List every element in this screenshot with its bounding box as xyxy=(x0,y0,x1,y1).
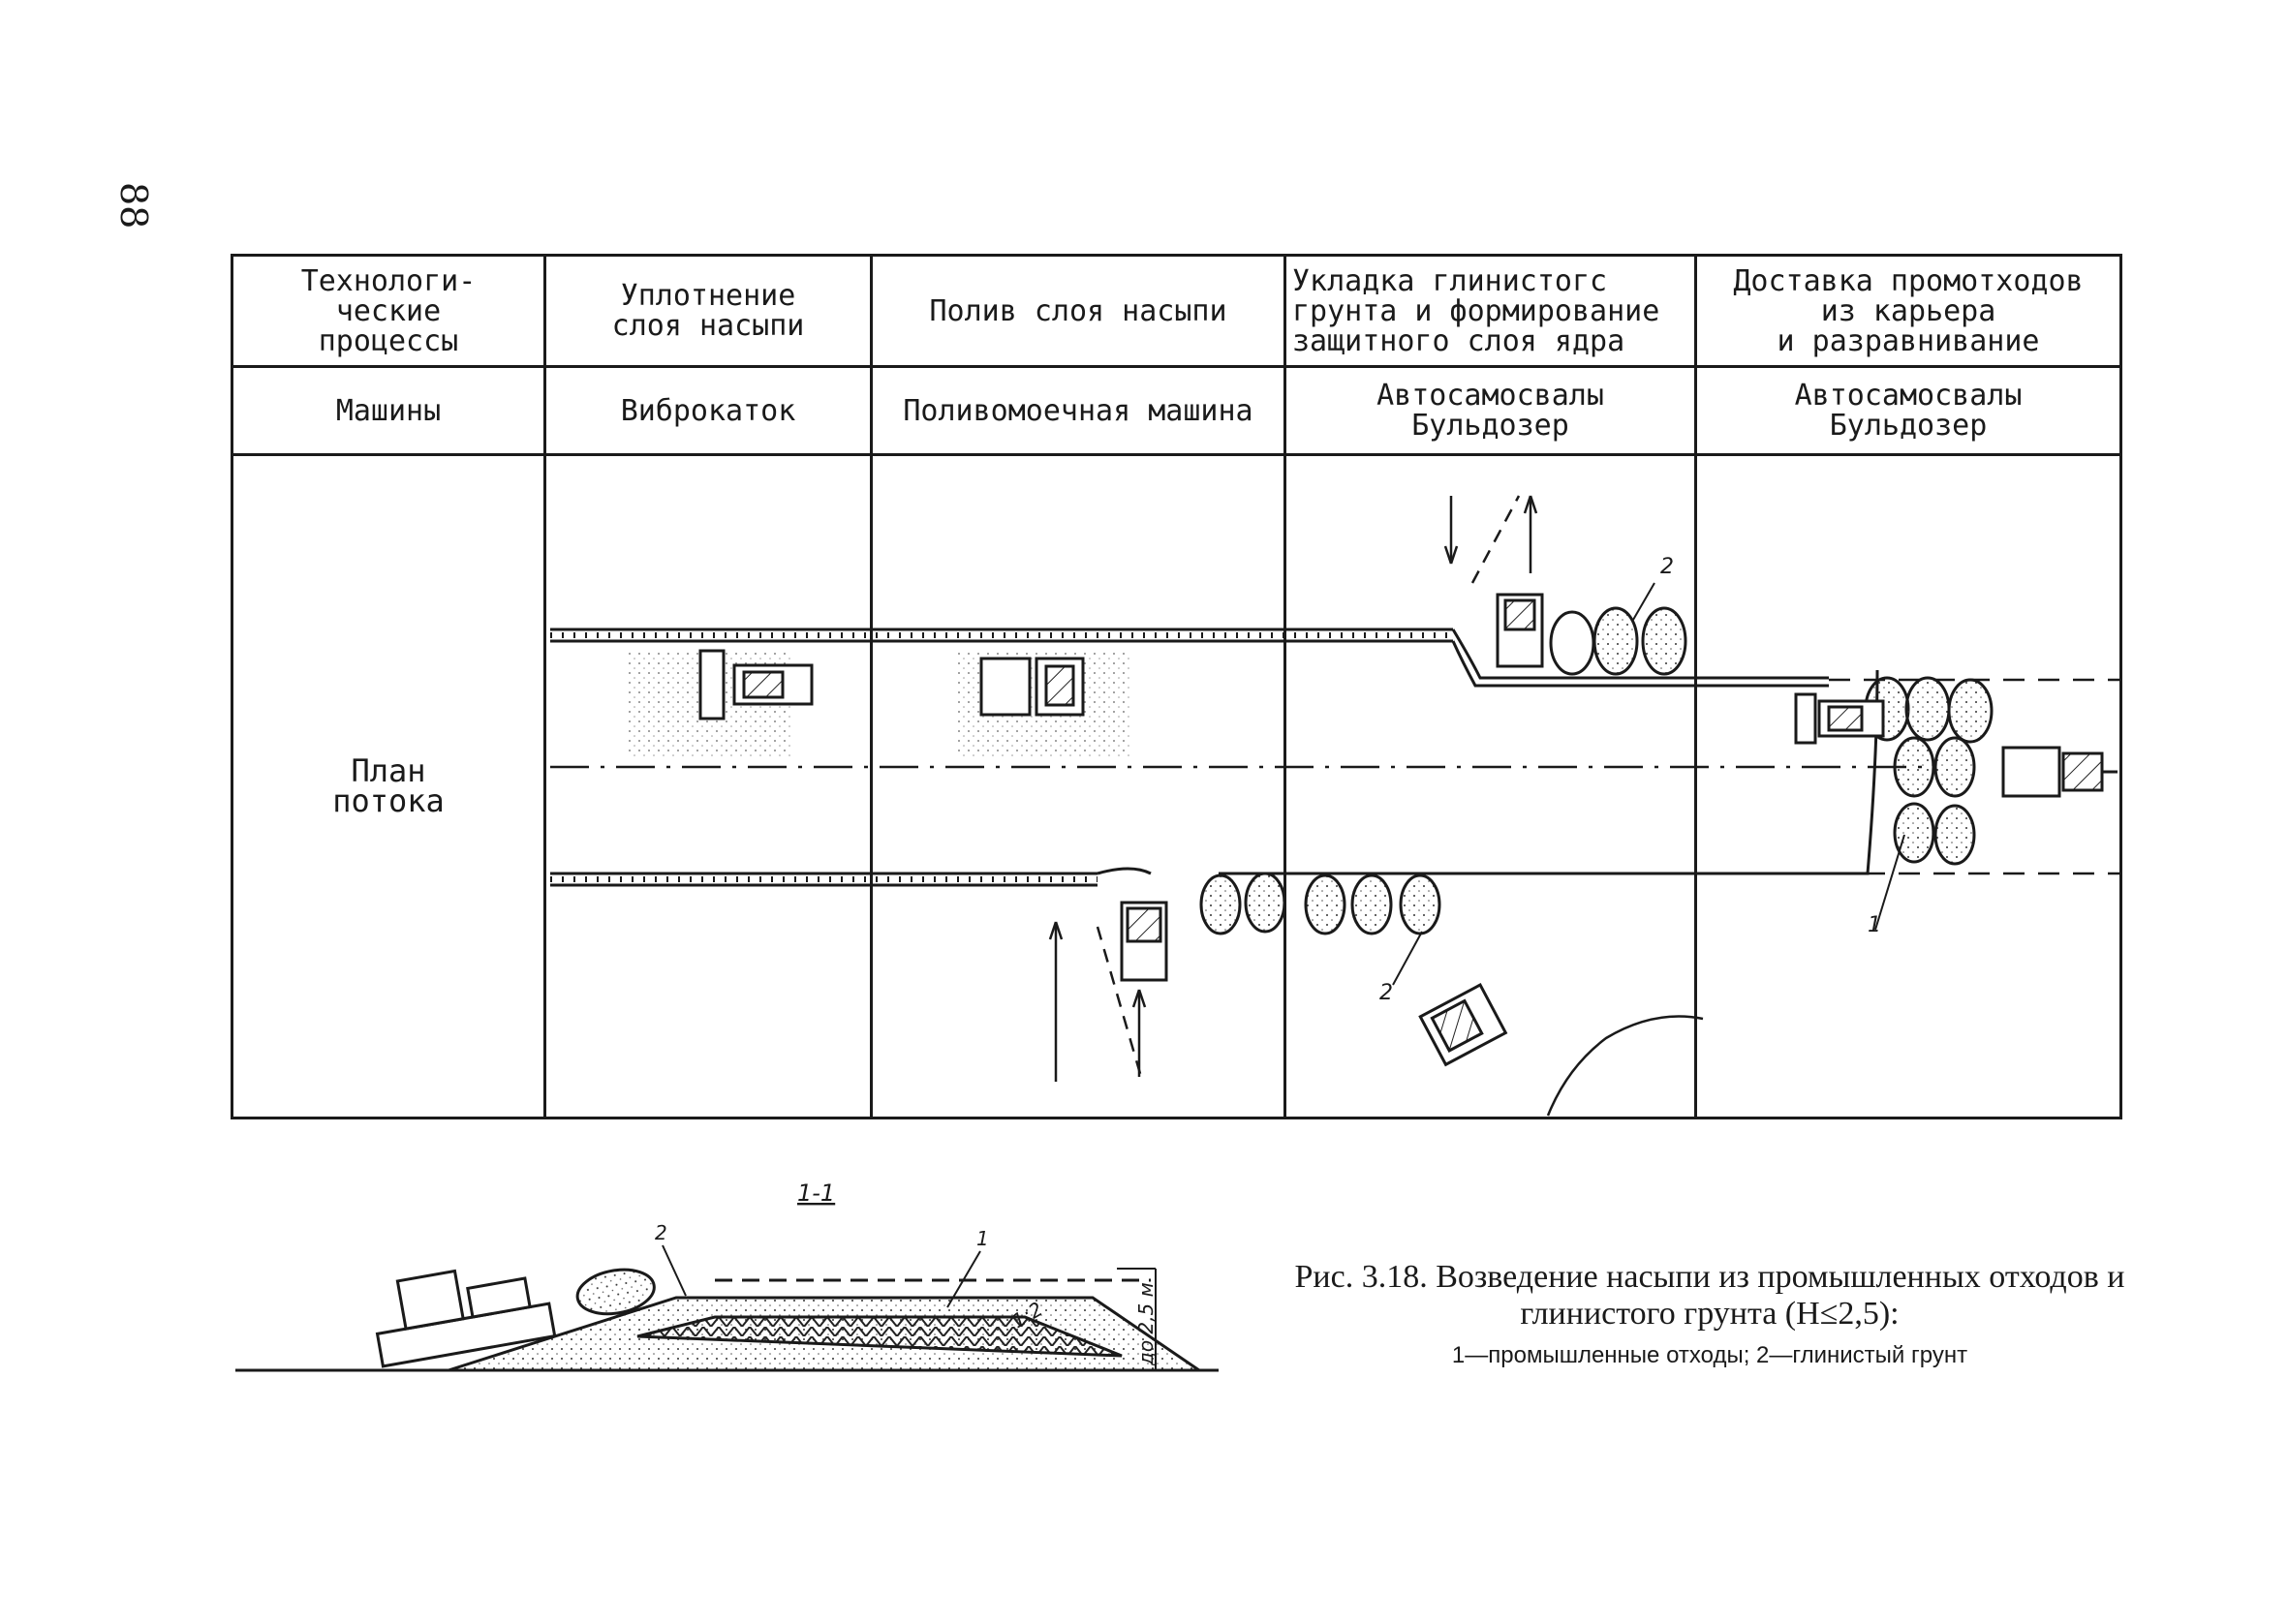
figure-caption: Рис. 3.18. Возведение насыпи из промышле… xyxy=(1288,1259,2131,1371)
section-marker-1: 1 xyxy=(976,1227,989,1250)
header-clay-laying: Укладка глинистогс грунта и формирование… xyxy=(1283,254,1697,368)
plan-row: План потока xyxy=(231,453,2122,1119)
machine-delivery: Автосамосвалы Бульдозер xyxy=(1694,365,2122,456)
plan-cell-compaction xyxy=(543,453,873,1119)
header-row: Технологи- ческие процессы Уплотнение сл… xyxy=(231,254,2122,368)
plan-cell-delivery xyxy=(1694,453,2122,1119)
machine-watering: Поливомоечная машина xyxy=(870,365,1286,456)
header-delivery: Доставка промотходов из карьера и разрав… xyxy=(1694,254,2122,368)
section-bulldozer-icon xyxy=(375,1268,656,1368)
plan-cell-watering xyxy=(870,453,1286,1119)
cross-section-drawing: 1-1 2 1 1:2 до 2,5 м xyxy=(235,1180,1219,1372)
header-watering: Полив слоя насыпи xyxy=(870,254,1286,368)
machines-label: Машины xyxy=(231,365,546,456)
section-label: 1-1 xyxy=(797,1180,835,1207)
plan-cell-clay xyxy=(1283,453,1697,1119)
caption-title: Рис. 3.18. Возведение насыпи из промышле… xyxy=(1294,1259,2125,1332)
process-table: Технологи- ческие процессы Уплотнение сл… xyxy=(231,254,2122,1119)
machine-compaction: Виброкаток xyxy=(543,365,873,456)
plan-label: План потока xyxy=(231,453,546,1119)
machines-row: Машины Виброкаток Поливомоечная машина А… xyxy=(231,365,2122,456)
caption-legend: 1—промышленные отходы; 2—глинистый грунт xyxy=(1451,1342,1968,1368)
header-processes: Технологи- ческие процессы xyxy=(231,254,546,368)
header-compaction: Уплотнение слоя насыпи xyxy=(543,254,873,368)
section-marker-2: 2 xyxy=(655,1221,667,1244)
section-height: до 2,5 м xyxy=(1134,1282,1158,1366)
machine-clay-laying: Автосамосвалы Бульдозер xyxy=(1283,365,1697,456)
page-number: 88 xyxy=(112,182,155,230)
